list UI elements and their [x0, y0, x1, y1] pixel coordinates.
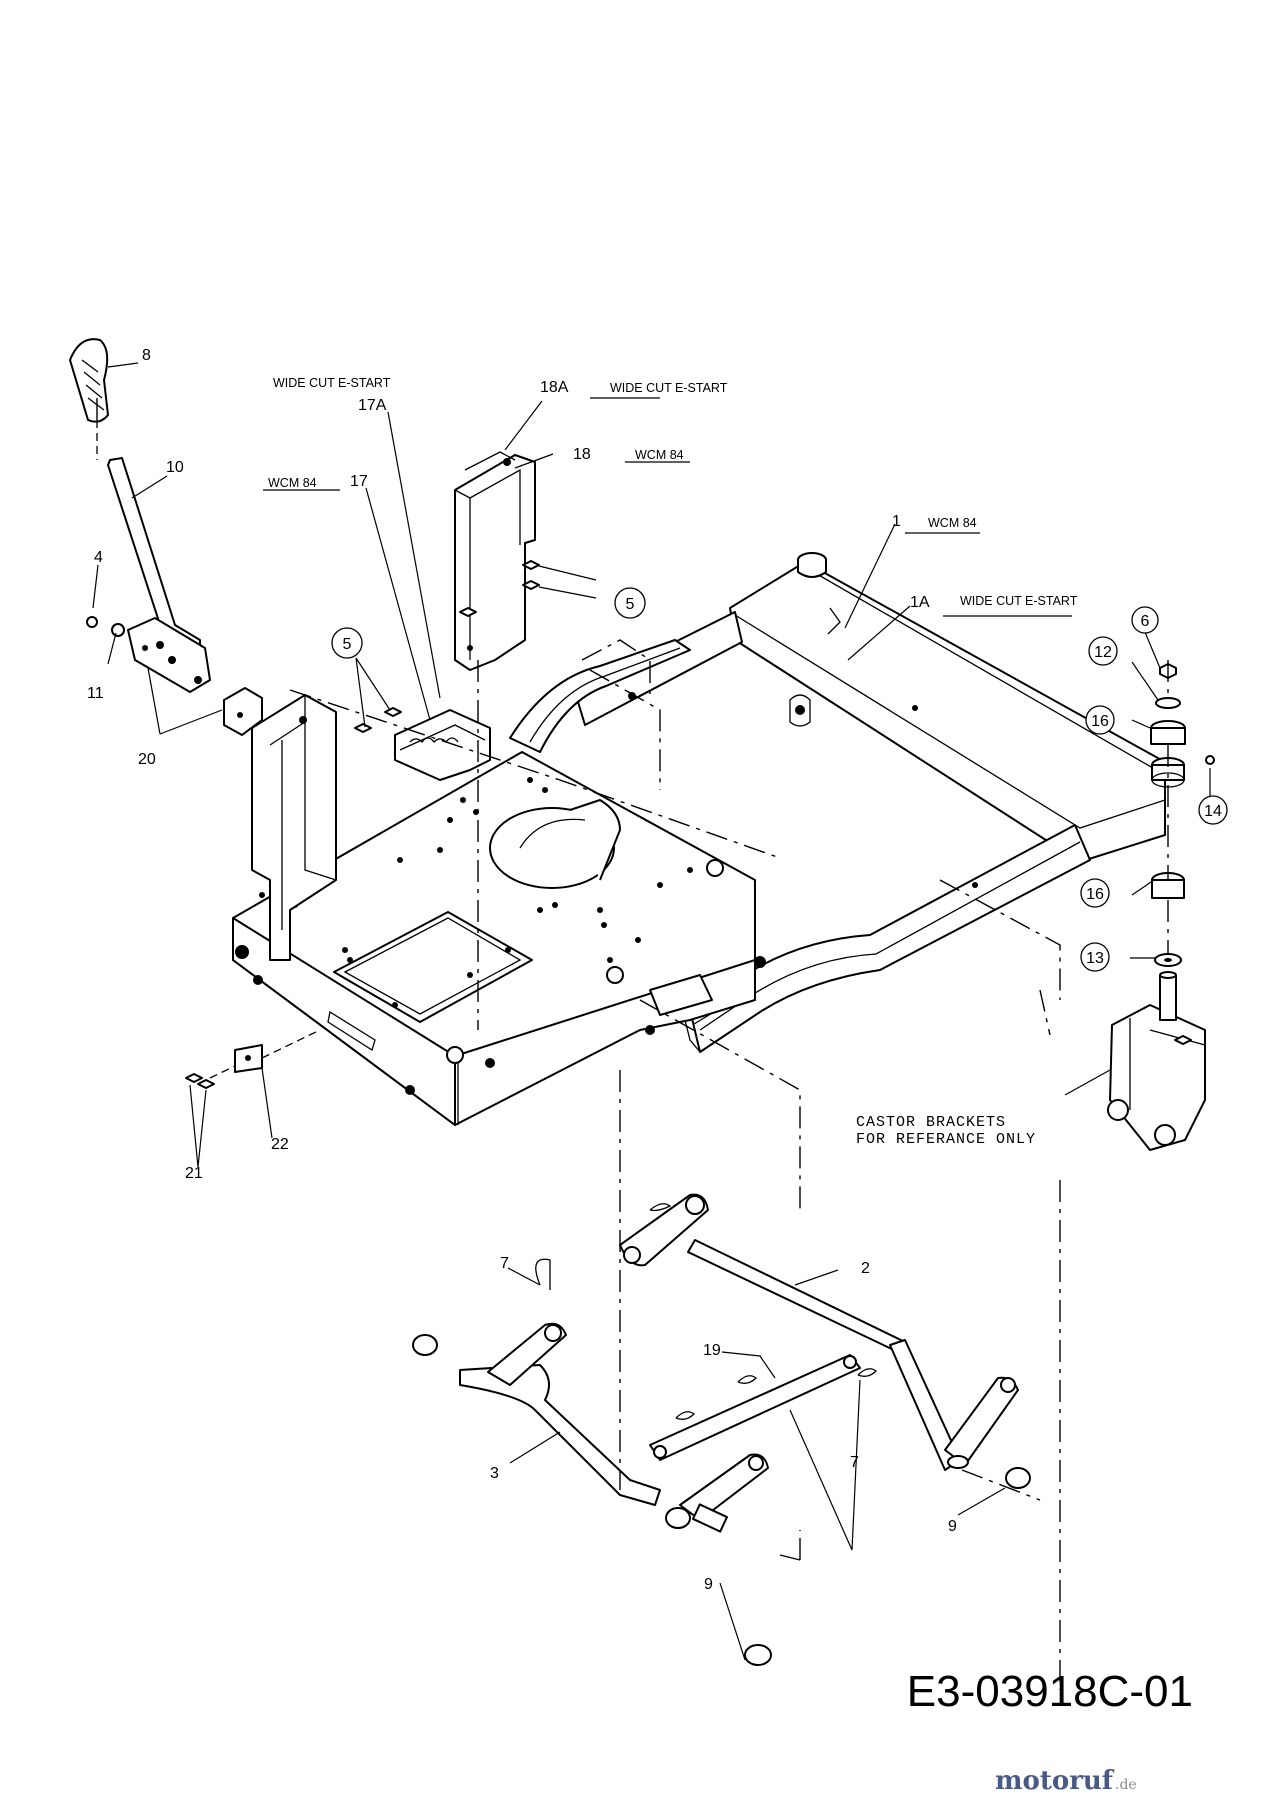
callout-9-bottom: 9: [704, 1576, 713, 1593]
callout-11: 11: [87, 685, 104, 702]
seat-bracket-18: [454, 451, 536, 671]
bracket-22: [185, 1029, 321, 1089]
callout-5-left: 5: [343, 636, 352, 653]
callout-22: 22: [271, 1136, 289, 1153]
shift-lever: [69, 338, 263, 736]
callout-16-bottom: 16: [1086, 886, 1104, 903]
callout-3: 3: [490, 1465, 499, 1482]
callout-7-bottom: 7: [850, 1454, 859, 1471]
callout-4: 4: [94, 549, 103, 566]
brand-name: motoruf: [995, 1766, 1115, 1796]
castor-bracket: [1107, 971, 1206, 1151]
variant-label-1: WCM 84: [928, 516, 977, 530]
callout-18: 18: [573, 446, 591, 463]
callout-7-top: 7: [500, 1255, 509, 1272]
callout-9-right: 9: [948, 1518, 957, 1535]
callout-1: 1: [892, 513, 901, 530]
callout-21: 21: [185, 1165, 203, 1182]
lift-linkage: [412, 1193, 1031, 1666]
castor-note-line1: CASTOR BRACKETS: [856, 1114, 1006, 1131]
callout-17A: 17A: [358, 397, 387, 414]
diagram-code: E3-03918C-01: [907, 1667, 1193, 1716]
footrest-plate: [232, 751, 766, 1126]
centerlines: [96, 395, 1169, 1690]
seat-bracket-17: [394, 709, 491, 781]
main-frame: [509, 552, 1185, 1053]
callout-2: 2: [861, 1260, 870, 1277]
callout-labels: 8 10 4 11 20 WIDE CUT E-START 17A WCM 84…: [87, 347, 1228, 1593]
castor-hardware: [1150, 663, 1215, 967]
callout-19: 19: [703, 1342, 721, 1359]
callout-16-top: 16: [1091, 713, 1109, 730]
callout-1A: 1A: [910, 594, 930, 611]
callout-8: 8: [142, 347, 151, 364]
callout-18A: 18A: [540, 379, 569, 396]
callout-6: 6: [1141, 613, 1150, 630]
callout-20: 20: [138, 751, 156, 768]
variant-label-17A: WIDE CUT E-START: [273, 376, 391, 390]
variant-label-17: WCM 84: [268, 476, 317, 490]
callout-17: 17: [350, 473, 368, 490]
callout-5-right: 5: [626, 596, 635, 613]
variant-label-18: WCM 84: [635, 448, 684, 462]
callout-12: 12: [1094, 644, 1112, 661]
bolts-5: [354, 560, 540, 733]
brand-logo: motoruf .de: [995, 1766, 1137, 1796]
callout-13: 13: [1086, 950, 1104, 967]
leaders: [92, 362, 1211, 1661]
variant-label-18A: WIDE CUT E-START: [610, 381, 728, 395]
callout-10: 10: [166, 459, 184, 476]
castor-note-line2: FOR REFERANCE ONLY: [856, 1131, 1036, 1148]
callout-14: 14: [1204, 803, 1222, 820]
variant-label-1A: WIDE CUT E-START: [960, 594, 1078, 608]
left-console: [251, 694, 337, 961]
brand-tld: .de: [1115, 1777, 1137, 1793]
